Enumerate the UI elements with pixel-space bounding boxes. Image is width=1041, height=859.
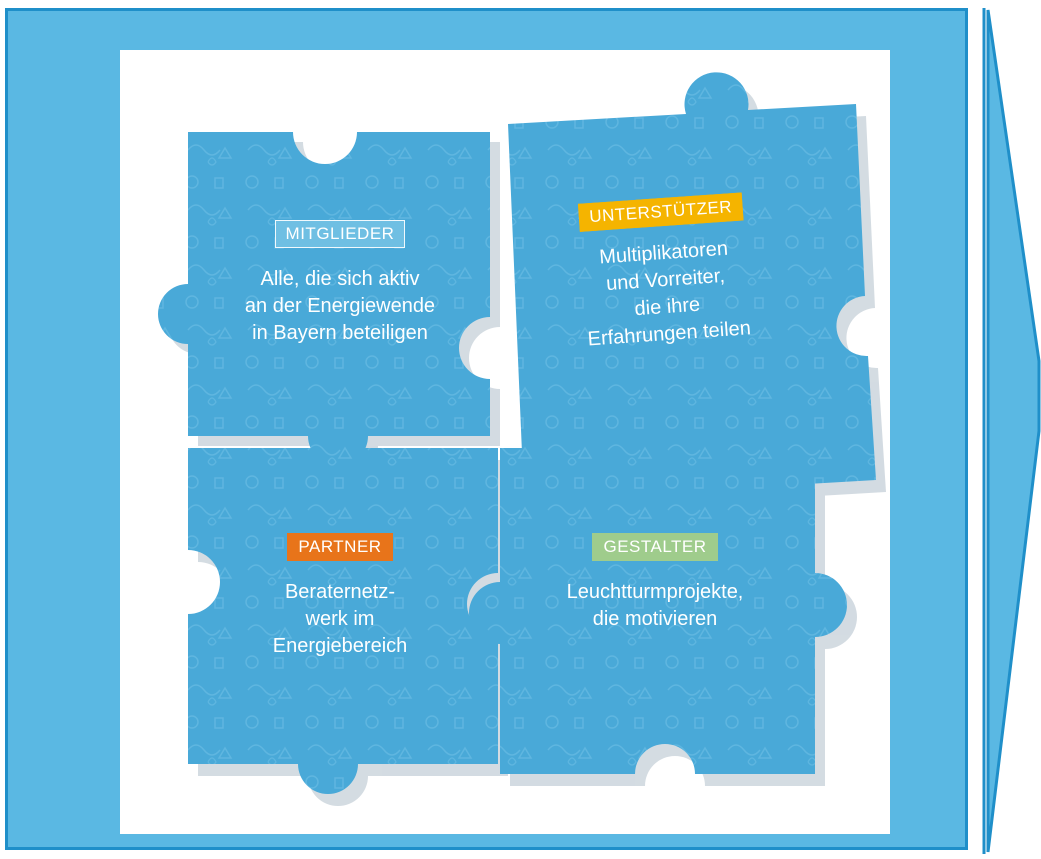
gestalter-group: GESTALTER Leuchtturmprojekte, die motivi… — [530, 533, 780, 633]
partner-line-3: Energiebereich — [272, 635, 408, 657]
partner-description: Beraternetz- werk im Energiebereich — [240, 579, 440, 660]
puzzle-piece-mitglieder — [158, 132, 490, 466]
gestalter-tag: GESTALTER — [592, 533, 718, 561]
mitglieder-group: MITGLIEDER Alle, die sich aktiv an der E… — [210, 220, 470, 347]
mitglieder-tag: MITGLIEDER — [274, 220, 406, 248]
gestalter-description: Leuchtturmprojekte, die motivieren — [530, 579, 780, 633]
puzzle-piece-partner — [188, 448, 498, 794]
mitglieder-line-3: in Bayern beteiligen — [252, 322, 428, 344]
chevron-arrow — [970, 8, 1041, 854]
puzzle-piece-gestalter — [469, 418, 847, 774]
mitglieder-line-2: an der Energiewende — [244, 295, 436, 317]
mitglieder-description: Alle, die sich aktiv an der Energiewende… — [210, 266, 470, 347]
gestalter-line-1: Leuchtturmprojekte, — [566, 581, 744, 603]
puzzle-graphic — [158, 72, 886, 806]
arrow-right-shape — [982, 8, 1041, 854]
partner-group: PARTNER Beraternetz- werk im Energiebere… — [240, 533, 440, 660]
puzzle-piece-unterstuetzer — [508, 72, 876, 522]
outer-frame: MITGLIEDER Alle, die sich aktiv an der E… — [5, 8, 968, 850]
partner-line-1: Beraternetz- — [284, 581, 396, 603]
unterstuetzer-description: Multiplikatoren und Vorreiter, die ihre … — [548, 232, 785, 356]
partner-line-2: werk im — [305, 608, 375, 630]
mitglieder-line-1: Alle, die sich aktiv — [260, 268, 420, 290]
puzzle-panel: MITGLIEDER Alle, die sich aktiv an der E… — [120, 50, 890, 834]
partner-tag: PARTNER — [287, 533, 393, 561]
gestalter-line-2: die motivieren — [592, 608, 718, 630]
unterstuetzer-group: UNTERSTÜTZER Multiplikatoren und Vorreit… — [545, 190, 785, 356]
